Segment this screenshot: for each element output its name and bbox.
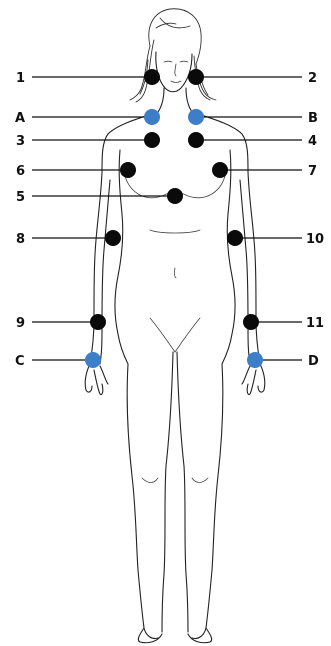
marker-A xyxy=(144,109,160,125)
marker-B xyxy=(188,109,204,125)
hair xyxy=(130,9,216,102)
label-8: 8 xyxy=(16,232,25,247)
label-5: 5 xyxy=(16,190,25,205)
label-3: 3 xyxy=(16,134,25,149)
marker-1 xyxy=(144,69,160,85)
marker-10 xyxy=(227,230,243,246)
label-C: C xyxy=(15,354,25,369)
face xyxy=(156,52,192,92)
marker-9 xyxy=(90,314,106,330)
label-1: 1 xyxy=(16,71,25,86)
markers xyxy=(85,69,263,368)
marker-7 xyxy=(212,162,228,178)
label-B: B xyxy=(308,111,318,126)
leader-lines xyxy=(32,77,302,360)
female-figure-outline xyxy=(85,9,265,643)
marker-2 xyxy=(188,69,204,85)
marker-8 xyxy=(105,230,121,246)
label-A: A xyxy=(15,111,25,126)
marker-3 xyxy=(144,132,160,148)
label-D: D xyxy=(308,354,319,369)
label-4: 4 xyxy=(308,134,317,149)
marker-11 xyxy=(243,314,259,330)
label-2: 2 xyxy=(308,71,317,86)
marker-C xyxy=(85,352,101,368)
marker-D xyxy=(247,352,263,368)
label-6: 6 xyxy=(16,164,25,179)
label-7: 7 xyxy=(308,164,317,179)
callout-labels: 1 2 A B 3 4 6 7 5 8 10 9 11 C D xyxy=(15,71,324,369)
marker-6 xyxy=(120,162,136,178)
marker-5 xyxy=(167,188,183,204)
label-11: 11 xyxy=(306,316,324,331)
label-9: 9 xyxy=(16,316,25,331)
marker-4 xyxy=(188,132,204,148)
label-10: 10 xyxy=(306,232,324,247)
